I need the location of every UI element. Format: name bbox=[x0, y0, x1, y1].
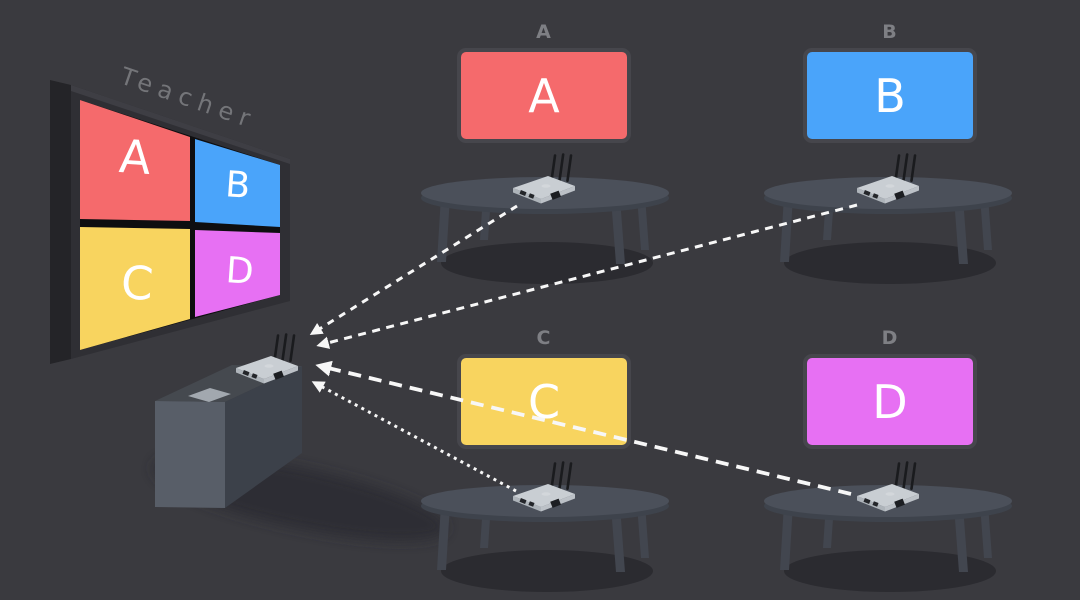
group-b: B B bbox=[803, 21, 977, 143]
screen-bezel bbox=[80, 100, 280, 350]
group-c-label: C bbox=[536, 327, 552, 349]
teacher-quadrant-b-letter: B bbox=[224, 164, 252, 207]
connection-group-a-to-teacher bbox=[309, 204, 518, 335]
group-c-screen: C bbox=[461, 358, 627, 445]
group-d: D D bbox=[803, 327, 977, 449]
group-b-device bbox=[857, 153, 919, 204]
group-d-table bbox=[764, 485, 1012, 592]
group-d-screen: D bbox=[807, 358, 973, 445]
teacher-quadrant-d bbox=[195, 230, 280, 317]
podium-front bbox=[155, 401, 225, 508]
teacher-quadrant-a bbox=[80, 100, 190, 221]
paper-sheet bbox=[188, 388, 231, 402]
group-c-table bbox=[421, 485, 669, 592]
group-d-monitor: D bbox=[803, 354, 977, 449]
group-a-device bbox=[513, 153, 575, 204]
podium-top bbox=[155, 365, 302, 402]
group-a-table bbox=[421, 177, 669, 284]
teacher-podium bbox=[153, 365, 447, 541]
group-b-screen: B bbox=[807, 52, 973, 139]
group-a-label: A bbox=[536, 21, 552, 43]
group-c: C C bbox=[457, 327, 631, 449]
group-c-screen-letter: C bbox=[527, 374, 561, 429]
podium-side bbox=[225, 366, 302, 508]
group-a-monitor: A bbox=[457, 48, 631, 143]
teacher-label: Teacher bbox=[116, 62, 261, 135]
group-a-screen: A bbox=[461, 52, 627, 139]
group-a-screen-letter: A bbox=[528, 68, 560, 123]
teacher-quadrant-a-letter: A bbox=[118, 129, 154, 185]
teacher-device bbox=[236, 333, 298, 384]
connection-group-b-to-teacher bbox=[316, 203, 858, 349]
group-b-label: B bbox=[882, 21, 898, 43]
group-a: A A bbox=[457, 21, 631, 143]
teacher-quadrant-d-letter: D bbox=[225, 250, 256, 293]
screen-frame bbox=[71, 85, 290, 359]
teacher-quadrant-c-letter: C bbox=[119, 255, 155, 311]
teacher-quadrant-b bbox=[195, 139, 280, 227]
group-d-screen-letter: D bbox=[872, 374, 908, 429]
group-b-monitor: B bbox=[803, 48, 977, 143]
group-c-device bbox=[513, 461, 575, 512]
group-d-device bbox=[857, 461, 919, 512]
teacher-quadrant-c bbox=[80, 227, 190, 350]
podium-shadow bbox=[153, 455, 447, 541]
screen-side-edge bbox=[50, 80, 71, 364]
group-d-label: D bbox=[881, 327, 899, 349]
group-b-table bbox=[764, 177, 1012, 284]
group-b-screen-letter: B bbox=[874, 68, 906, 123]
group-c-monitor: C bbox=[457, 354, 631, 449]
